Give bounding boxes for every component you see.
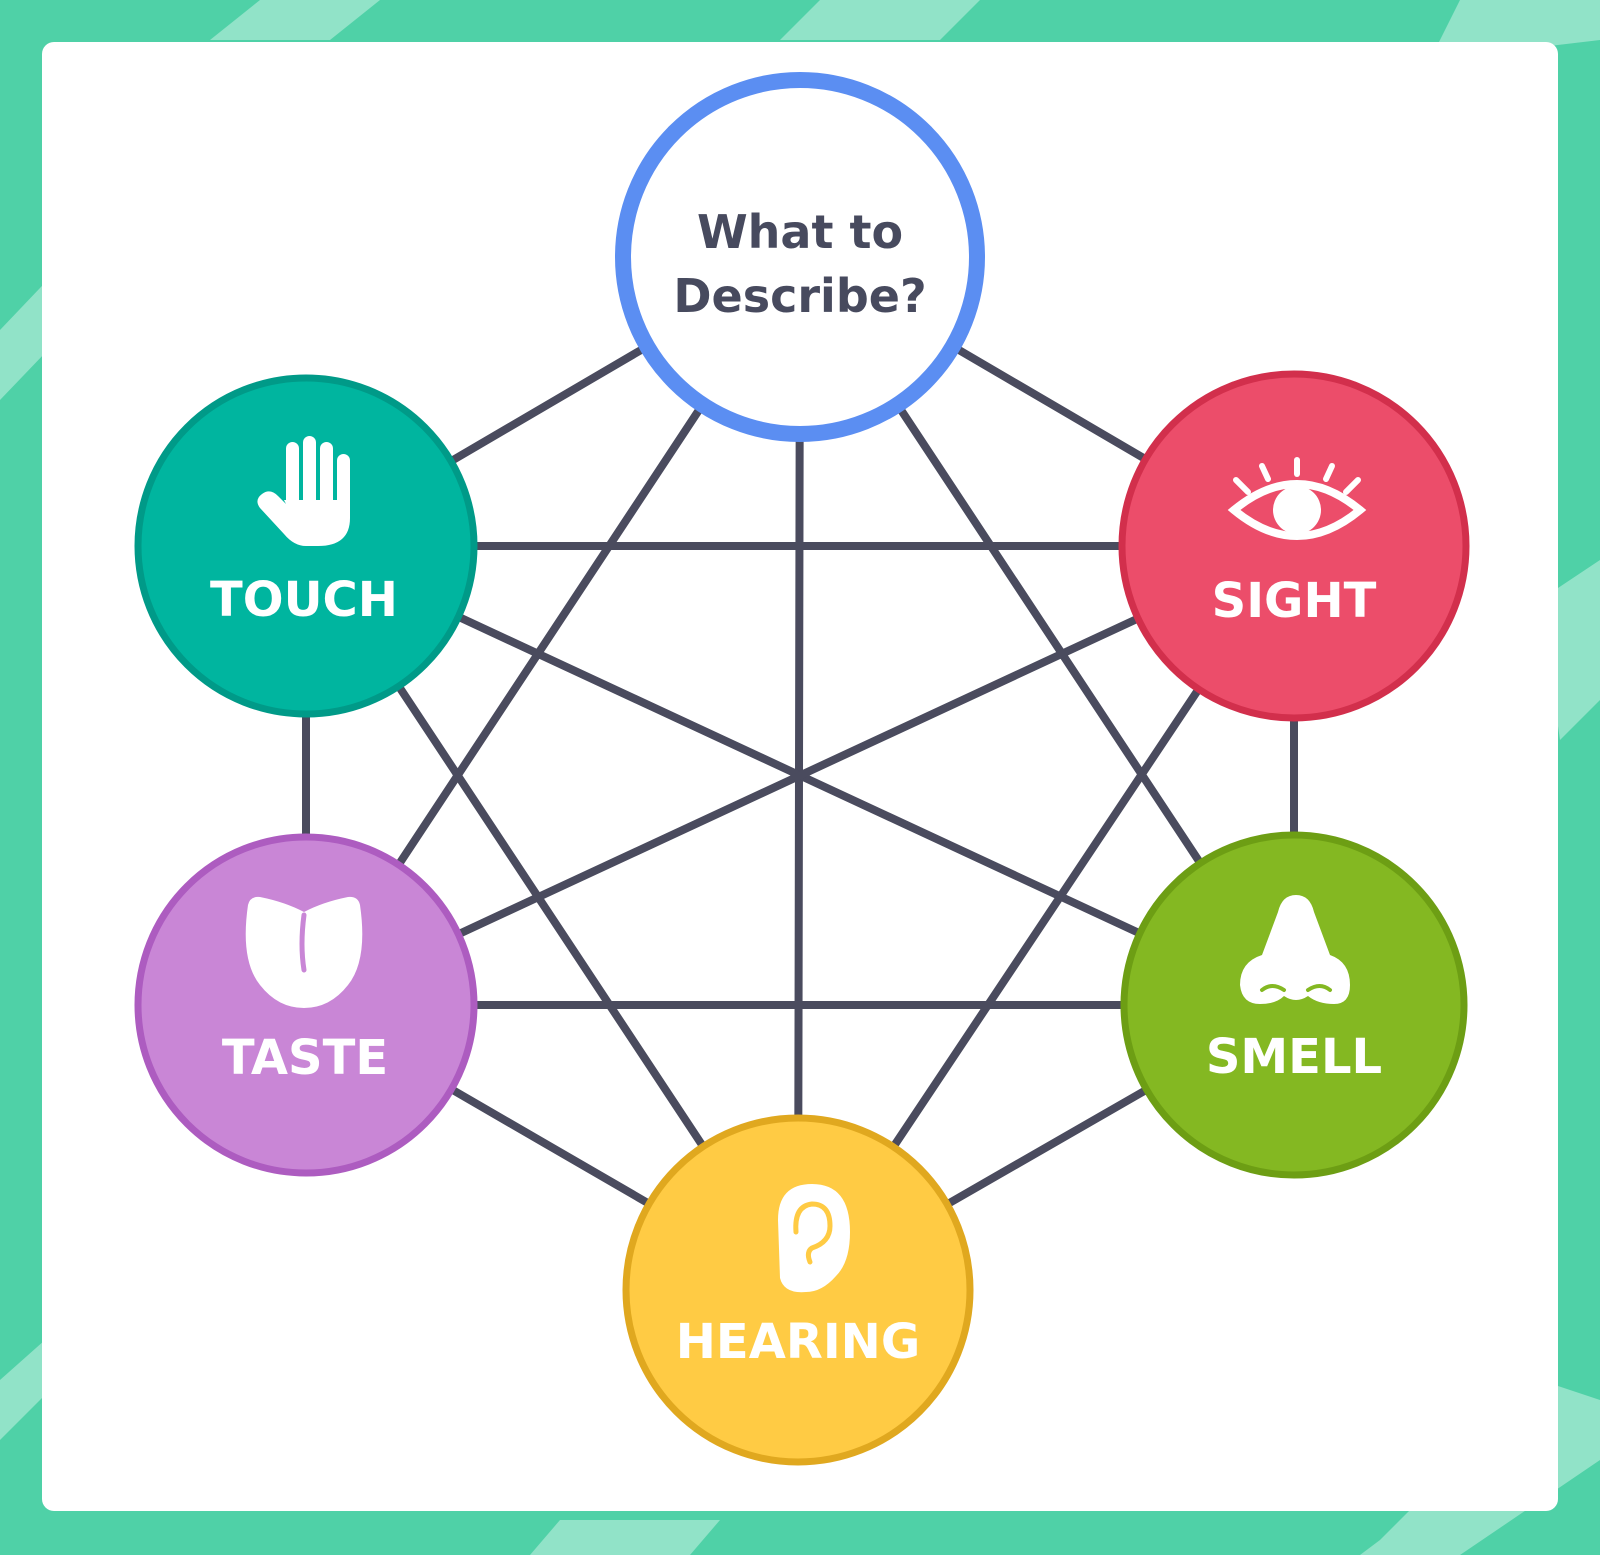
- connector-line: [891, 687, 1201, 1149]
- taste-node: TASTE: [134, 833, 478, 1177]
- tongue-icon: [245, 896, 363, 1008]
- center-label-line1: What to: [697, 205, 903, 259]
- ear-icon: [778, 1184, 850, 1293]
- touch-label: TOUCH: [210, 572, 398, 628]
- connector-line: [945, 1087, 1148, 1207]
- smell-label: SMELL: [1206, 1029, 1382, 1085]
- nose-icon: [1240, 895, 1350, 1004]
- connector-line: [955, 346, 1147, 462]
- hand-icon: [257, 436, 350, 546]
- connector-line: [457, 615, 1140, 937]
- smell-node: SMELL: [1120, 831, 1468, 1179]
- connector-line: [449, 346, 645, 464]
- connector-line: [449, 1086, 651, 1207]
- center-label-line2: Describe?: [673, 269, 926, 323]
- connector-line: [396, 407, 703, 867]
- taste-label: TASTE: [222, 1030, 388, 1086]
- connector-line: [897, 407, 1203, 865]
- center-node: What to Describe?: [615, 72, 985, 442]
- hearing-label: HEARING: [676, 1314, 921, 1370]
- touch-node: TOUCH: [134, 374, 478, 718]
- connector-line: [396, 684, 706, 1149]
- sight-node: SIGHT: [1118, 370, 1470, 722]
- connector-lines: [302, 346, 1298, 1207]
- eye-icon: [1227, 457, 1367, 540]
- hearing-node: HEARING: [622, 1114, 974, 1466]
- sight-label: SIGHT: [1212, 573, 1377, 629]
